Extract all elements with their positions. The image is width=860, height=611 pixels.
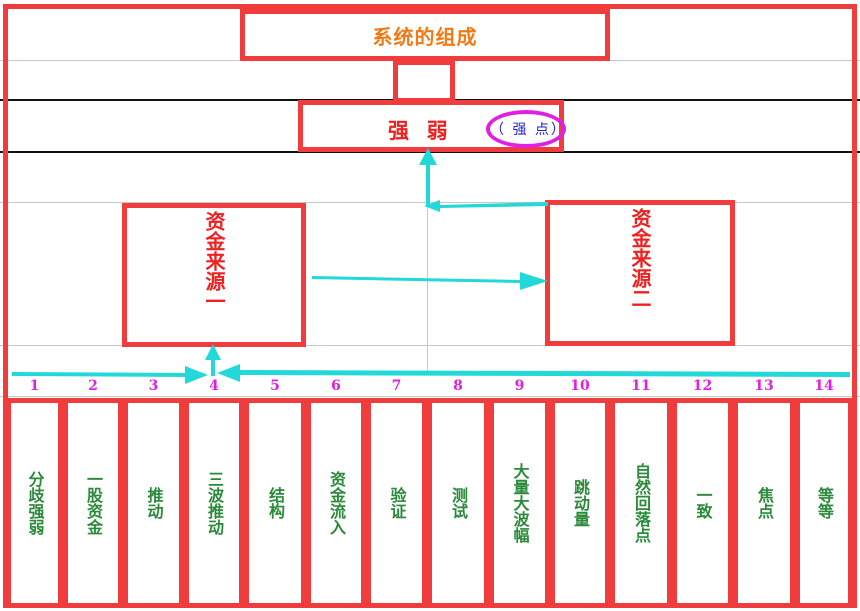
title-box: 系统的组成 <box>240 9 610 61</box>
factor-number-5: 5 <box>270 378 280 394</box>
factor-number-9: 9 <box>514 378 525 394</box>
factor-box-1: 分歧强弱 <box>6 398 63 608</box>
factor-box-2: 一股资金 <box>63 398 123 608</box>
grid-line <box>427 152 428 374</box>
factor-label: 一致 <box>693 487 713 519</box>
source-two-label: 资金来源二 <box>628 208 652 308</box>
factor-number-12: 12 <box>692 378 713 394</box>
factor-box-11: 自然回落点 <box>610 398 672 608</box>
grid-line <box>0 396 860 397</box>
source-one-box: 资金来源一 <box>122 203 306 347</box>
factor-box-7: 验证 <box>366 398 427 608</box>
arrow-left-to-column-4 <box>12 366 208 384</box>
factor-label: 验证 <box>387 487 407 519</box>
strong-point-label: （ 强 点） <box>490 122 567 138</box>
factor-number-4: 4 <box>209 378 219 394</box>
factor-label: 等等 <box>815 487 834 519</box>
factor-number-6: 6 <box>331 378 341 394</box>
factor-box-5: 结构 <box>244 398 306 608</box>
factor-label: 大量大波幅 <box>510 463 530 543</box>
factor-number-2: 2 <box>88 378 98 394</box>
factor-label: 推动 <box>144 487 164 519</box>
factor-box-4: 三波推动 <box>184 398 244 608</box>
factor-box-8: 测试 <box>427 398 489 608</box>
grid-line <box>0 345 860 346</box>
factor-label: 焦点 <box>755 487 774 519</box>
highlight-ring: （ 强 点） <box>486 110 566 148</box>
factor-number-7: 7 <box>391 378 402 394</box>
factor-box-6: 资金流入 <box>306 398 366 608</box>
source-one-label: 资金来源一 <box>202 211 226 311</box>
diagram-title: 系统的组成 <box>372 24 478 49</box>
strength-label: 强 弱 <box>388 118 449 143</box>
factor-box-12: 一致 <box>672 398 733 608</box>
factor-number-3: 3 <box>148 378 159 394</box>
arrow-right-to-column-4 <box>217 364 850 382</box>
arrow-up-to-strength <box>419 148 437 206</box>
factor-label: 跳动量 <box>571 479 590 527</box>
factor-box-3: 推动 <box>123 398 184 608</box>
arrow-up-to-source-one <box>205 344 221 376</box>
factor-box-14: 等等 <box>795 398 853 608</box>
source-two-box: 资金来源二 <box>545 200 735 346</box>
factor-number-8: 8 <box>453 378 463 394</box>
factor-label: 三波推动 <box>205 471 224 535</box>
arrow-source-one-to-two <box>312 272 548 290</box>
factor-number-14: 14 <box>814 378 834 394</box>
factor-label: 自然回落点 <box>632 463 651 543</box>
factor-label: 分歧强弱 <box>25 471 45 535</box>
factor-label: 结构 <box>266 487 285 519</box>
arrow-source-two-to-strength <box>424 200 548 212</box>
factor-box-9: 大量大波幅 <box>489 398 550 608</box>
factor-box-13: 焦点 <box>733 398 795 608</box>
factor-number-11: 11 <box>631 378 651 394</box>
factor-number-1: 1 <box>29 378 40 394</box>
factor-number-10: 10 <box>570 378 590 394</box>
factor-label: 资金流入 <box>327 471 346 535</box>
factor-label: 一股资金 <box>84 471 103 535</box>
strength-box: 强 弱 （ 强 点） <box>298 100 566 152</box>
factor-box-10: 跳动量 <box>550 398 610 608</box>
factor-number-13: 13 <box>754 378 774 394</box>
factor-label: 测试 <box>449 487 468 519</box>
